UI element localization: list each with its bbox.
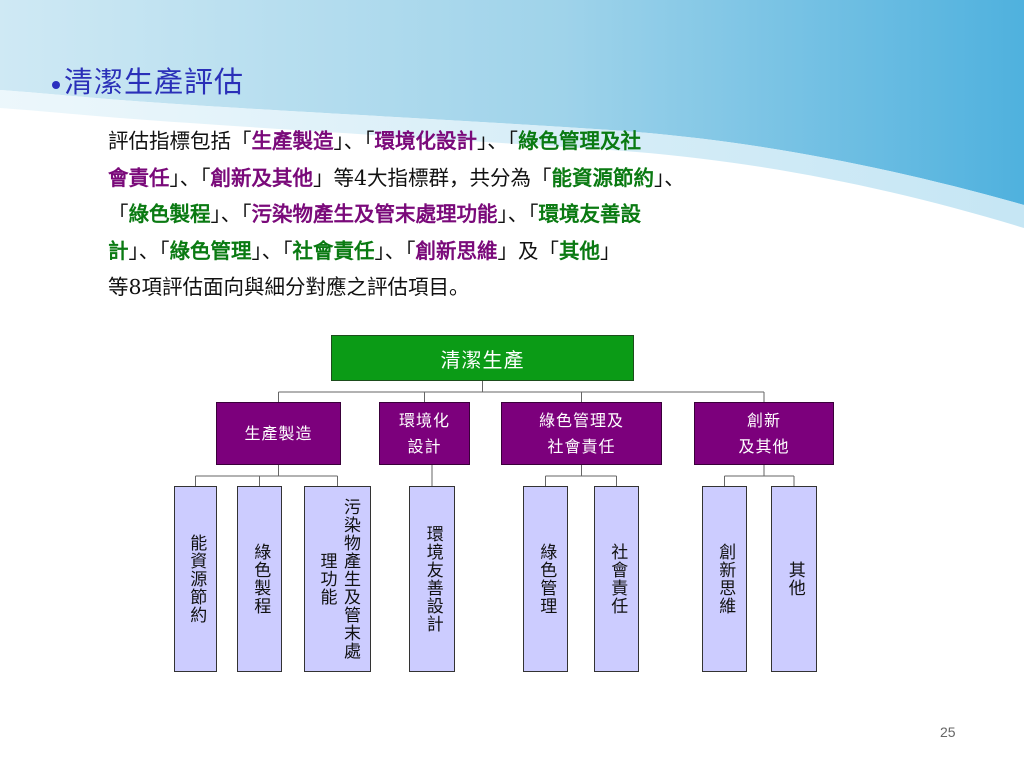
category-node-label: 生產製造 xyxy=(244,423,313,443)
highlight-term: 生產製造 xyxy=(251,129,334,153)
root-node-label: 清潔生產 xyxy=(440,347,525,372)
paragraph-text: 」、「 xyxy=(251,238,293,263)
leaf-node: 創新思維 xyxy=(702,486,747,672)
highlight-term: 會責任 xyxy=(108,165,170,190)
paragraph-text: 等8項評估面向與細分對應之評估項目。 xyxy=(108,275,470,299)
category-node: 綠色管理及 社會責任 xyxy=(501,402,662,465)
leaf-node: 能資源節約 xyxy=(174,486,217,672)
paragraph-text: 」、「 xyxy=(333,129,375,153)
paragraph-text: 」、「 xyxy=(497,202,539,226)
paragraph-text: 」及「 xyxy=(497,238,560,263)
paragraph-line: 等8項評估面向與細分對應之評估項目。 xyxy=(108,269,958,306)
paragraph-text: 」、「 xyxy=(477,129,518,153)
root-node: 清潔生產 xyxy=(331,335,634,381)
paragraph-text: 」、「 xyxy=(169,165,211,190)
paragraph-line: 計」、「綠色管理」、「社會責任」、「創新思維」及「其他」 xyxy=(108,233,958,270)
highlight-term: 創新思維 xyxy=(415,238,498,263)
leaf-node: 污染物產生及管末處理功能 xyxy=(304,486,371,672)
category-node-label: 綠色管理及 社會責任 xyxy=(538,410,624,456)
highlight-term: 其他 xyxy=(559,238,600,263)
category-node-label: 環境化 設計 xyxy=(398,410,450,456)
highlight-term: 社會責任 xyxy=(292,238,375,263)
category-node-label: 創新 及其他 xyxy=(738,410,790,456)
highlight-term: 綠色管理及社 xyxy=(518,129,641,153)
bullet-icon xyxy=(52,81,60,89)
paragraph-line: 「綠色製程」、「污染物產生及管末處理功能」、「環境友善設 xyxy=(108,196,958,233)
category-node: 生產製造 xyxy=(216,402,341,465)
category-node: 創新 及其他 xyxy=(694,402,834,465)
highlight-term: 污染物產生及管末處理功能 xyxy=(251,202,498,226)
highlight-term: 綠色管理 xyxy=(169,238,252,263)
leaf-node: 社會責任 xyxy=(594,486,639,672)
title-row: 清潔生產評估 xyxy=(52,60,244,100)
page-number: 25 xyxy=(940,724,956,740)
highlight-term: 創新及其他 xyxy=(210,165,314,190)
leaf-node-label: 綠色管理 xyxy=(536,543,557,615)
paragraph-text: 「 xyxy=(108,202,129,226)
leaf-node-label: 環境友善設計 xyxy=(422,525,443,633)
leaf-node-label: 綠色製程 xyxy=(250,543,271,615)
paragraph-text: 評估指標包括「 xyxy=(108,129,252,153)
paragraph-text: 」 xyxy=(600,238,621,263)
paragraph-text: 」、「 xyxy=(374,238,416,263)
paragraph-text: 」等4大指標群，共分為「 xyxy=(313,165,552,190)
leaf-node-label: 社會責任 xyxy=(607,543,628,615)
description-paragraph: 評估指標包括「生產製造」、「環境化設計」、「綠色管理及社會責任」、「創新及其他」… xyxy=(108,123,958,306)
highlight-term: 環境友善設 xyxy=(538,202,642,226)
highlight-term: 環境化設計 xyxy=(374,129,478,153)
highlight-term: 能資源節約 xyxy=(551,165,655,190)
background-wave xyxy=(0,0,1024,228)
paragraph-text: 」、「 xyxy=(128,238,170,263)
slide-title: 清潔生產評估 xyxy=(64,65,245,99)
highlight-term: 計 xyxy=(108,238,129,263)
leaf-node: 環境友善設計 xyxy=(409,486,455,672)
leaf-node-label: 創新思維 xyxy=(715,543,736,615)
category-node: 環境化 設計 xyxy=(379,402,470,465)
leaf-node-label: 污染物產生及管末處理功能 xyxy=(316,498,361,660)
paragraph-line: 會責任」、「創新及其他」等4大指標群，共分為「能資源節約」、 xyxy=(108,160,958,197)
highlight-term: 綠色製程 xyxy=(128,202,211,226)
paragraph-line: 評估指標包括「生產製造」、「環境化設計」、「綠色管理及社 xyxy=(108,123,958,160)
leaf-node-label: 其他 xyxy=(784,561,805,597)
leaf-node-label: 能資源節約 xyxy=(186,534,207,624)
paragraph-text: 」、 xyxy=(654,165,685,190)
leaf-node: 綠色製程 xyxy=(237,486,282,672)
leaf-node: 其他 xyxy=(771,486,817,672)
paragraph-text: 」、「 xyxy=(210,202,252,226)
leaf-node: 綠色管理 xyxy=(523,486,568,672)
